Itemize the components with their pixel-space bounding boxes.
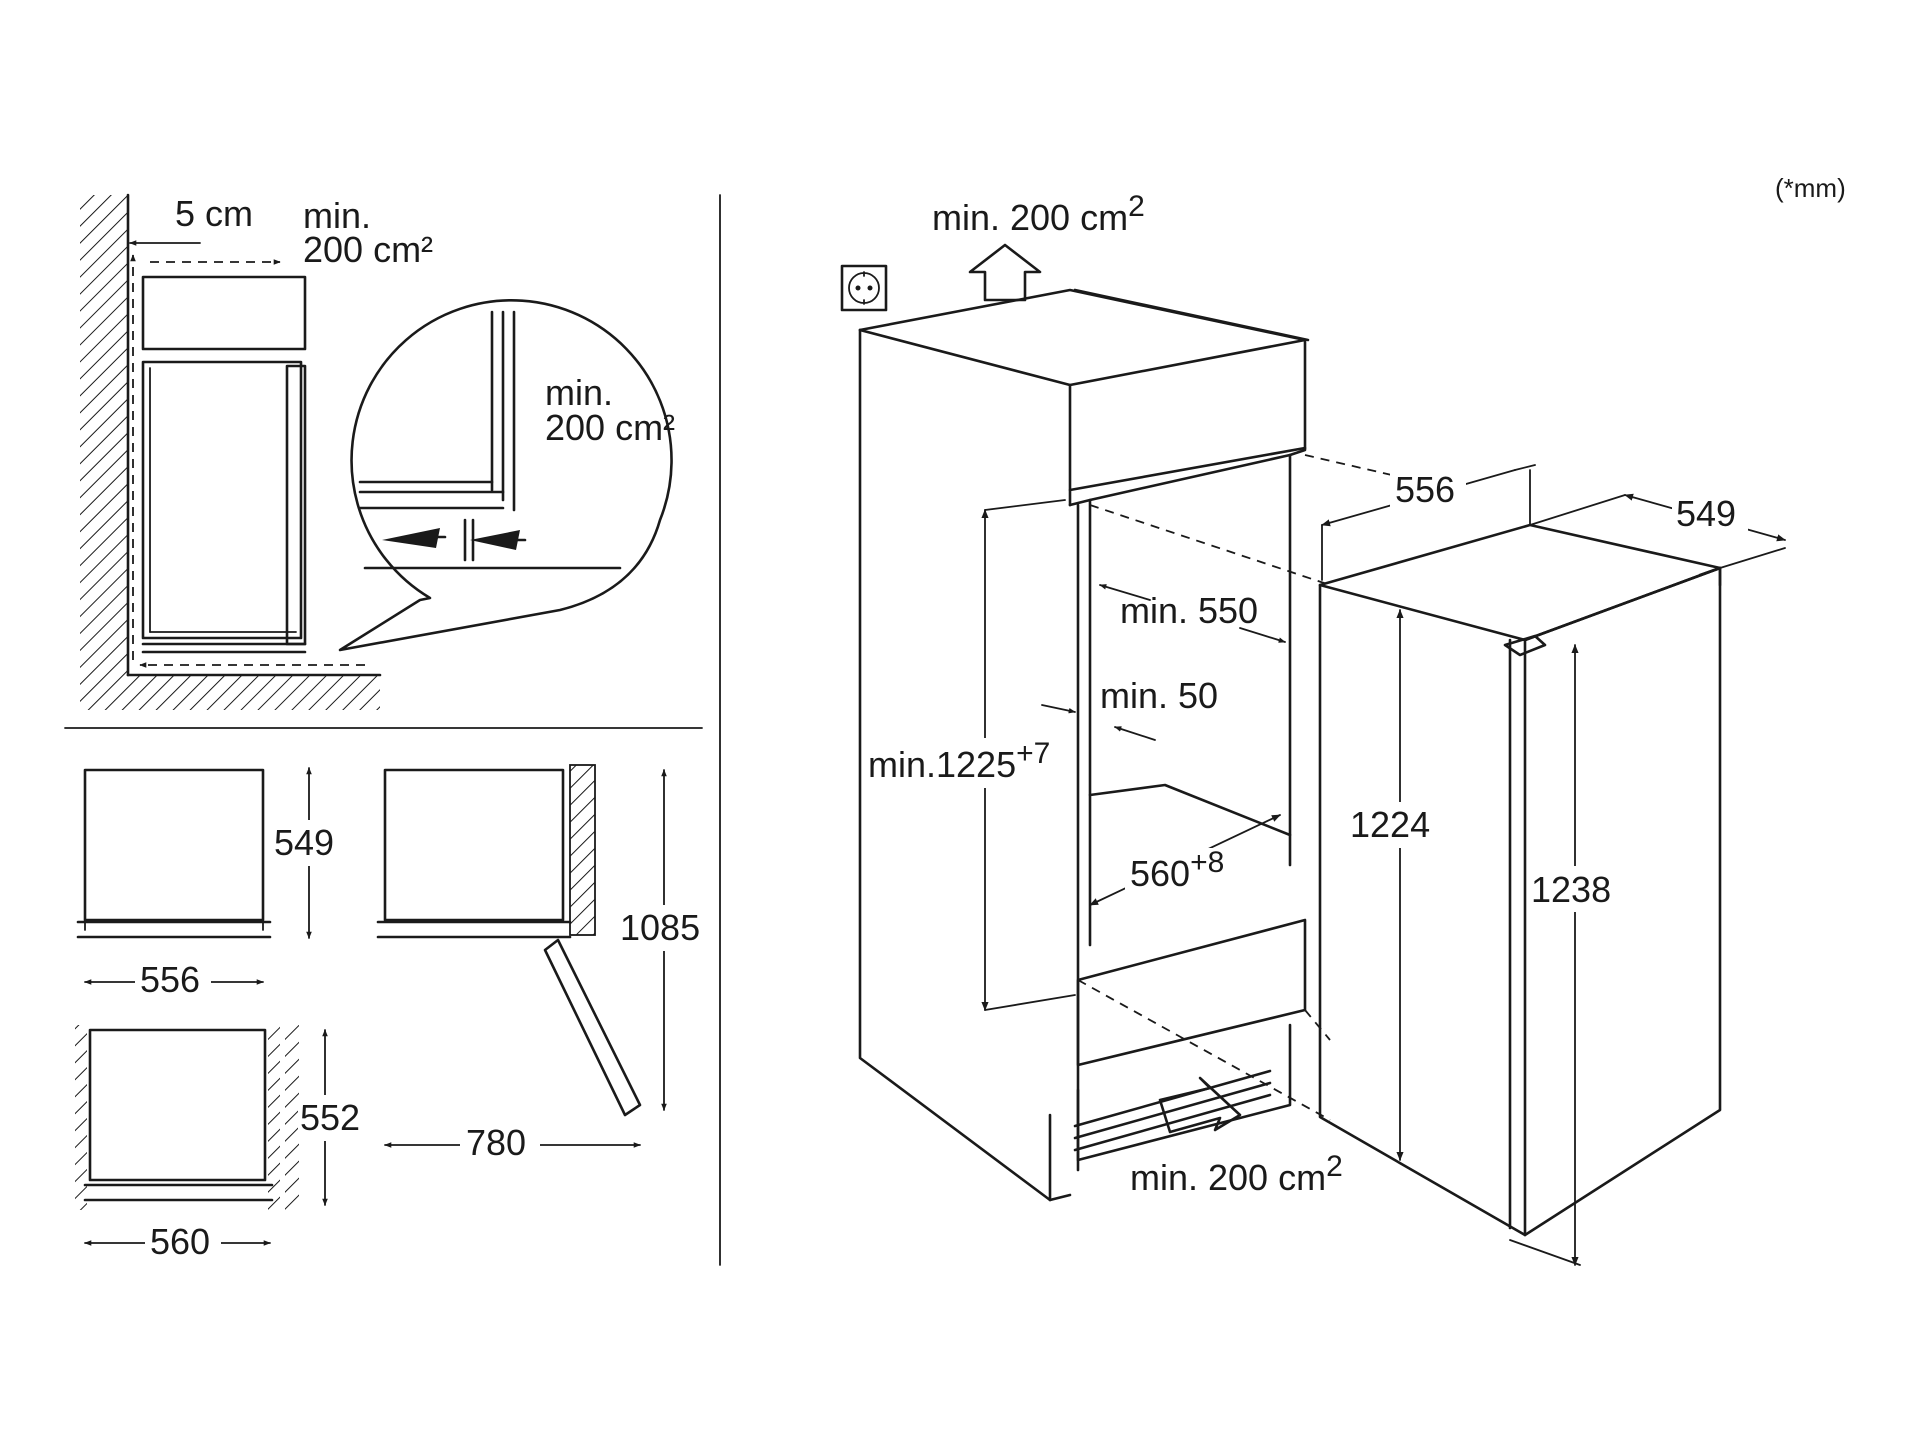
niche-vent-top: min. 200 cm2 xyxy=(932,190,1145,238)
plan-door-width: 780 xyxy=(466,1122,526,1163)
vent-top-line2: 200 cm² xyxy=(303,229,433,270)
plan-top-depth: 549 xyxy=(274,822,334,863)
niche-height: min.1225+7 xyxy=(868,737,1050,785)
plan-door-depth: 1085 xyxy=(620,907,700,948)
vent-detail-line2: 200 cm² xyxy=(545,407,675,448)
vent-detail-callout: min. 200 cm² xyxy=(338,299,675,652)
plan-bottom-depth: 552 xyxy=(300,1097,360,1138)
plan-view-top: 549 556 xyxy=(76,767,338,1002)
niche-view: min. 200 cm2 min. 200 cm2 min.1225 xyxy=(840,190,1436,1202)
plan-top-width: 556 xyxy=(140,959,200,1000)
appliance-total-height: 1238 xyxy=(1531,869,1611,910)
plan-bottom-width: 560 xyxy=(150,1221,210,1262)
plan-view-bottom: 552 560 xyxy=(75,1025,366,1264)
gap-label: 5 cm xyxy=(175,193,253,234)
vent-top-line1: min. xyxy=(303,195,371,236)
niche-min-depth: min. 550 xyxy=(1120,590,1258,631)
niche-min-gap: min. 50 xyxy=(1100,675,1218,716)
vent-inlet-arrow-icon xyxy=(1158,1076,1242,1134)
vent-up-arrow-icon xyxy=(968,243,1042,302)
vent-detail-line1: min. xyxy=(545,372,613,413)
plan-view-door: 1085 780 xyxy=(376,764,708,1166)
appliance-body-height: 1224 xyxy=(1350,804,1430,845)
side-section-view: 5 cm min. 200 cm² xyxy=(80,193,433,710)
niche-vent-bottom: min. 200 cm2 xyxy=(1130,1150,1343,1198)
appliance-width: 556 xyxy=(1395,469,1455,510)
appliance-view: 556 549 1224 1238 xyxy=(1318,464,1786,1266)
niche-width: 560+8 xyxy=(1130,846,1224,894)
power-socket-icon xyxy=(840,264,888,312)
appliance-depth: 549 xyxy=(1676,493,1736,534)
units-note: (*mm) xyxy=(1775,173,1846,203)
